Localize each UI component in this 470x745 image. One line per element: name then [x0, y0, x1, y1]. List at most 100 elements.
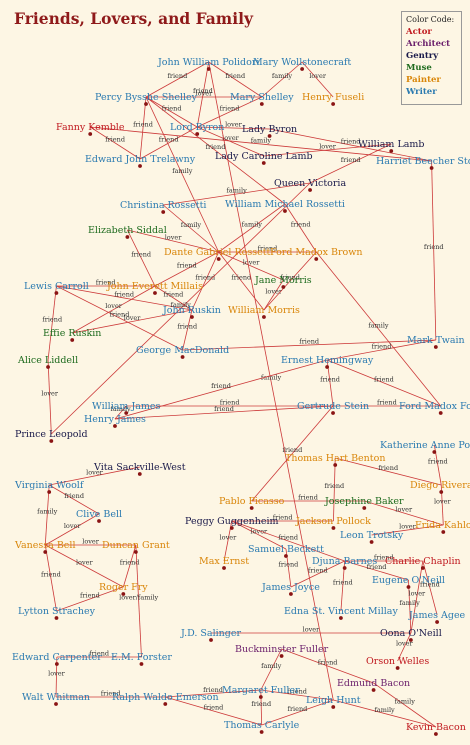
person-node-victoria: Queen Victoria — [274, 178, 346, 192]
person-dot — [124, 411, 129, 415]
person-dot — [314, 257, 319, 261]
edge-polidori-byron — [196, 61, 210, 128]
edge-kemble-trelawny — [90, 126, 141, 160]
edge-vbell-fry — [45, 544, 124, 588]
edge-label: friend — [195, 274, 215, 282]
legend-title: Color Code: — [406, 15, 455, 24]
edge-label: friend — [287, 688, 307, 696]
person-dot — [113, 424, 117, 428]
edge-label: lover — [396, 640, 414, 648]
edge-jmorris-wmorris — [263, 279, 284, 311]
person-dot — [180, 355, 185, 359]
edge-woolf-vbell — [44, 484, 50, 546]
person-dot — [262, 315, 266, 319]
edge-grant-forster — [135, 544, 142, 658]
edge-label: friend — [114, 291, 134, 299]
edge-label: friend — [193, 87, 213, 95]
person-label: Jane Morris — [254, 275, 312, 286]
edge-label: family — [110, 405, 131, 413]
person-dot — [138, 164, 142, 168]
edge-label: family — [242, 221, 263, 229]
edge-kemble-stowe — [90, 126, 432, 162]
person-label: John Everett Millais — [106, 281, 203, 292]
person-label: Pablo Picasso — [219, 496, 285, 507]
edge-label: friend — [280, 274, 300, 282]
person-label: Henry Fuseli — [302, 92, 364, 103]
edge-label: friend — [333, 579, 353, 587]
person-node-mfuller: Margaret Fuller — [222, 685, 300, 699]
edge-label: family — [181, 221, 202, 229]
edge-label: family — [172, 167, 193, 175]
person-node-oonaoneill: Oona O'Neill — [380, 628, 442, 642]
legend-item-writer: Writer — [406, 87, 437, 97]
edge-label: friend — [133, 121, 153, 129]
edge-label: friend — [177, 323, 197, 331]
person-dot — [54, 291, 59, 295]
edge-benton-rivera — [335, 457, 442, 486]
edge-label: friend — [288, 705, 308, 713]
person-label: William Morris — [228, 305, 300, 316]
edge-fry-strachey — [56, 586, 124, 612]
edge-carroll-macdonald — [56, 285, 183, 351]
person-label: Elizabeth Siddal — [88, 225, 167, 236]
edge-chaplin-agee — [422, 560, 438, 616]
edge-label: friend — [320, 376, 340, 384]
edge-label: family — [272, 72, 293, 80]
person-dot — [342, 566, 347, 570]
person-label: J.D. Salinger — [180, 628, 241, 639]
person-dot — [54, 702, 58, 706]
person-label: Queen Victoria — [274, 178, 346, 189]
person-node-agee: James Agee — [408, 610, 466, 624]
person-node-kemble: Fanny Kemble — [56, 122, 125, 136]
legend-item-painter: Painter — [406, 75, 441, 85]
edge-label: lover — [251, 528, 269, 536]
edge-byron-trelawny — [139, 126, 198, 160]
edge-trotsky-kahlo — [371, 524, 444, 536]
edge-hjames-stein — [114, 405, 334, 420]
edge-byron-ladybyron — [197, 126, 270, 130]
edge-label: family — [261, 374, 282, 382]
person-dot — [432, 450, 437, 454]
edge-fmbrown-fmford — [315, 251, 442, 407]
person-node-wjames: William James — [92, 401, 161, 415]
person-label: Eugene O'Neill — [372, 575, 445, 586]
person-label: Samuel Beckett — [248, 544, 324, 555]
person-dot — [259, 730, 264, 734]
person-node-salinger: J.D. Salinger — [180, 628, 241, 642]
edge-label: lover — [222, 134, 240, 142]
person-node-leopold: Prince Leopold — [15, 429, 88, 443]
edge-dgrossetti-jmorris — [218, 251, 284, 281]
edge-millais-ruskin — [154, 285, 193, 311]
edge-pshelley-dgrossetti — [145, 96, 220, 253]
edge-label: friend — [258, 245, 278, 253]
person-node-millais: John Everett Millais — [106, 281, 203, 295]
person-label: Mary Wollstonecraft — [253, 57, 351, 68]
person-dot — [88, 132, 93, 136]
person-label: Thomas Carlyle — [224, 720, 300, 731]
person-dot — [259, 102, 264, 106]
person-dot — [420, 566, 425, 570]
person-label: E.M. Forster — [111, 652, 172, 663]
legend-item-architect: Architect — [406, 39, 451, 49]
edge-label: friend — [110, 311, 130, 319]
person-dot — [441, 530, 446, 534]
person-label: Vita Sackville-West — [93, 462, 186, 473]
person-node-welles: Orson Welles — [366, 656, 429, 670]
person-label: Oona O'Neill — [380, 628, 442, 639]
edge-polidori-pshelley — [145, 61, 209, 98]
person-node-vbell: Vanessa Bell — [14, 540, 76, 554]
person-node-fry: Roger Fry — [99, 582, 148, 596]
edge-label: friend — [203, 686, 223, 694]
person-dot — [46, 365, 50, 369]
edge-label: friend — [372, 343, 392, 351]
edge-polidori-hunt — [208, 61, 334, 701]
person-label: Josephine Baker — [324, 496, 404, 507]
edge-mshelley-byron — [197, 96, 262, 128]
person-dot — [331, 411, 335, 415]
person-node-liddell: Alice Liddell — [17, 355, 78, 369]
person-node-macdonald: George MacDonald — [136, 345, 229, 359]
person-dot — [308, 188, 312, 192]
person-node-ebacon: Edmund Bacon — [337, 678, 410, 692]
edge-effie-ruskin — [72, 309, 193, 334]
person-label: John William Polidori — [157, 57, 259, 68]
